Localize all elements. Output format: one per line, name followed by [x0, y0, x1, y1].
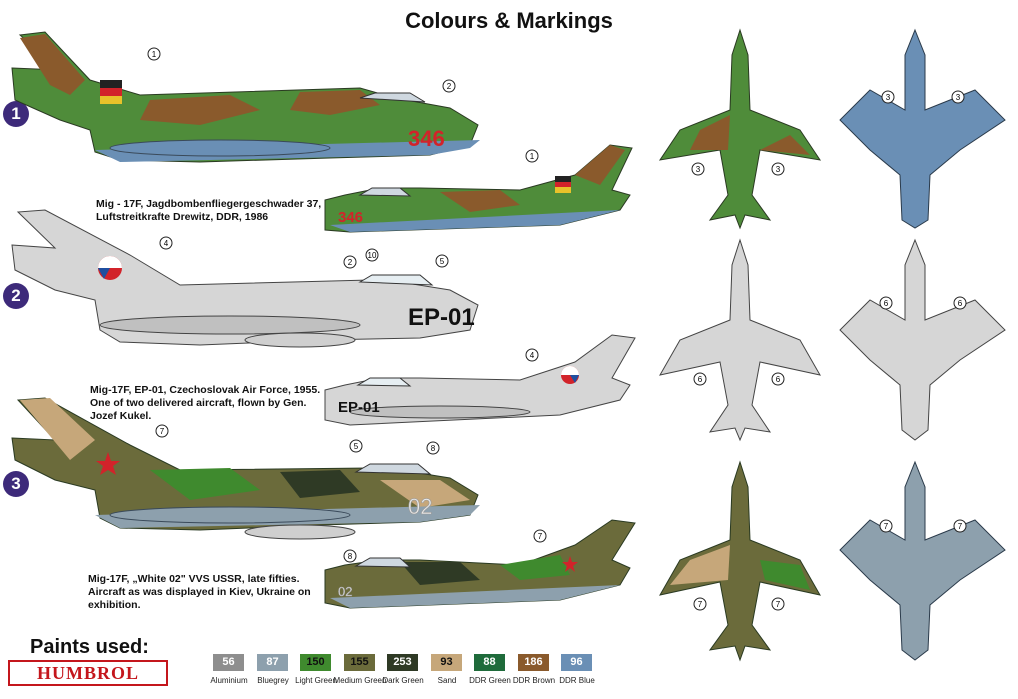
paint-swatch: 56 — [213, 654, 244, 671]
svg-text:6: 6 — [776, 375, 781, 384]
scheme-2-badge: 2 — [3, 283, 29, 309]
paint-swatch-label: DDR Green — [469, 676, 511, 685]
paint-swatch-label: Bluegrey — [257, 676, 289, 685]
scheme-1-code-small: 346 — [338, 209, 363, 226]
humbrol-logo: HUMBROL — [8, 660, 168, 686]
paint-swatch: 253 — [387, 654, 418, 671]
paint-swatch: 96 — [561, 654, 592, 671]
plan-view-s1-bottom — [839, 28, 1006, 229]
paint-swatch: 88 — [474, 654, 505, 671]
caption-line: Luftstreitkrafte Drewitz, DDR, 1986 — [96, 211, 269, 223]
svg-text:6: 6 — [958, 299, 963, 308]
paint-swatch: 87 — [257, 654, 288, 671]
paint-swatch: 150 — [300, 654, 331, 671]
paint-swatch: 186 — [518, 654, 549, 671]
caption-line: One of two delivered aircraft, flown by … — [90, 397, 307, 409]
scheme-1-profile-small: 346 — [324, 144, 633, 233]
scheme-2-code-small: EP-01 — [338, 399, 380, 416]
paint-swatch-label: Dark Green — [382, 676, 424, 685]
scheme-2-caption: Mig-17F, EP-01, Czechoslovak Air Force, … — [90, 384, 320, 423]
scheme-3-profile-large: 02 — [11, 397, 480, 540]
caption-line: Mig - 17F, Jagdbombenfliegergeschwader 3… — [96, 198, 322, 210]
scheme-1-code-large: 346 — [408, 126, 445, 151]
scheme-3-profile-small: 02 — [324, 519, 636, 609]
plan-view-s1-top — [658, 28, 822, 230]
brand-text: HUMBROL — [36, 663, 139, 683]
scheme-1-caption: Mig - 17F, Jagdbombenfliegergeschwader 3… — [96, 198, 321, 224]
svg-text:8: 8 — [348, 552, 353, 561]
svg-text:3: 3 — [956, 93, 961, 102]
paint-swatch-label: Aluminium — [210, 676, 248, 685]
scheme-3-code-small: 02 — [338, 584, 352, 599]
paint-swatch-label: DDR Blue — [559, 676, 595, 685]
svg-text:5: 5 — [440, 257, 445, 266]
plan-view-s3-bottom — [839, 460, 1006, 661]
svg-text:6: 6 — [698, 375, 703, 384]
scheme-2-profile-large: EP-01 — [11, 209, 479, 348]
scheme-3-badge: 3 — [3, 471, 29, 497]
page-title: Colours & Markings — [405, 8, 613, 33]
caption-line: Jozef Kukel. — [90, 410, 152, 422]
svg-text:7: 7 — [958, 522, 963, 531]
svg-text:6: 6 — [884, 299, 889, 308]
svg-text:1: 1 — [152, 50, 157, 59]
svg-text:7: 7 — [884, 522, 889, 531]
scheme-2-profile-small: EP-01 — [324, 334, 636, 426]
svg-text:1: 1 — [530, 152, 535, 161]
scheme-1-profile-large: 346 — [11, 31, 480, 163]
caption-line: exhibition. — [88, 599, 141, 611]
scheme-3-code-large: 02 — [408, 494, 432, 519]
paint-swatch-label: DDR Brown — [512, 676, 556, 685]
svg-text:5: 5 — [354, 442, 359, 451]
svg-text:7: 7 — [160, 427, 165, 436]
paint-swatch-label: Sand — [437, 676, 457, 685]
caption-line: Mig-17F, „White 02" VVS USSR, late fifti… — [88, 573, 300, 585]
svg-text:2: 2 — [447, 82, 452, 91]
svg-text:2: 2 — [348, 258, 353, 267]
svg-text:3: 3 — [886, 93, 891, 102]
paint-swatch: 155 — [344, 654, 375, 671]
svg-text:3: 3 — [776, 165, 781, 174]
svg-text:7: 7 — [776, 600, 781, 609]
svg-text:8: 8 — [431, 444, 436, 453]
paint-swatch: 93 — [431, 654, 462, 671]
svg-text:4: 4 — [164, 239, 169, 248]
caption-line: Mig-17F, EP-01, Czechoslovak Air Force, … — [90, 384, 321, 396]
plan-view-s2-bottom — [839, 238, 1006, 441]
svg-text:4: 4 — [530, 351, 535, 360]
plan-view-s2-top — [659, 238, 821, 442]
paint-swatch-label: Light Green — [295, 676, 337, 685]
caption-line: Aircraft as was displayed in Kiev, Ukrai… — [88, 586, 311, 598]
paints-used-label: Paints used: — [30, 636, 149, 658]
svg-text:10: 10 — [368, 251, 377, 260]
svg-text:3: 3 — [696, 165, 701, 174]
plan-view-s3-top — [659, 460, 821, 662]
paint-swatch-label: Medium Green — [333, 676, 387, 685]
scheme-3-caption: Mig-17F, „White 02" VVS USSR, late fifti… — [88, 573, 311, 612]
callouts: 1 2 1 2 10 4 5 4 5 7 8 7 8 3 3 3 3 6 6 6… — [147, 47, 967, 611]
scheme-1-badge: 1 — [3, 101, 29, 127]
svg-text:7: 7 — [698, 600, 703, 609]
svg-text:7: 7 — [538, 532, 543, 541]
scheme-2-code-large: EP-01 — [408, 304, 475, 331]
